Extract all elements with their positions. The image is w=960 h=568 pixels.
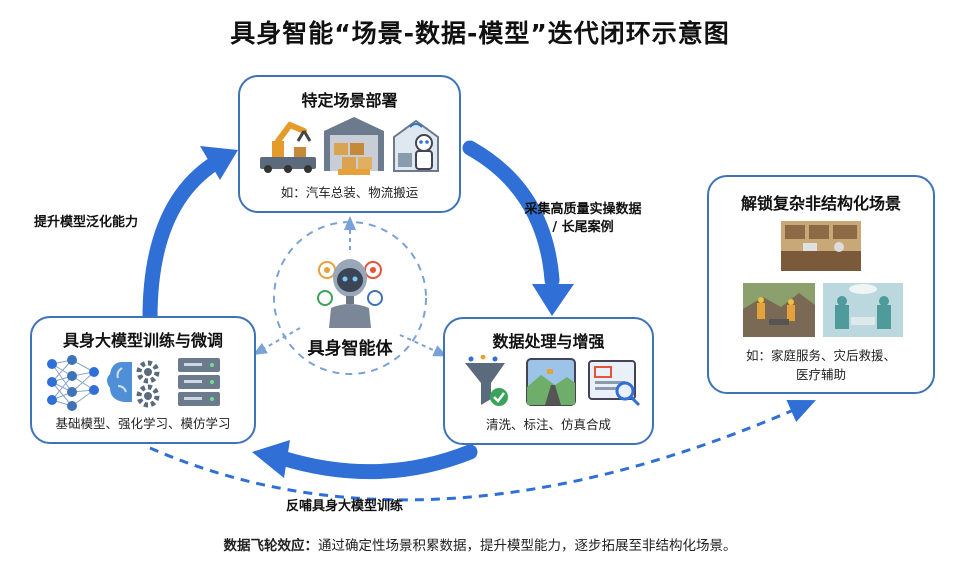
- box-data-process-title: 数据处理与增强: [492, 332, 605, 351]
- annotation-screen-icon: [588, 360, 641, 407]
- box-unlock-scenes-title: 解锁复杂非结构化场景: [740, 194, 901, 213]
- server-rack-icon: [178, 358, 220, 406]
- box-model-train-caption: 基础模型、强化学习、模仿学习: [55, 416, 231, 431]
- arrow-model-to-deploy: [142, 155, 223, 326]
- warehouse-boxes-icon: [324, 117, 384, 175]
- box-unlock-scenes: 解锁复杂非结构化场景 如：家庭服务、灾后救援、 医疗辅助: [707, 175, 935, 394]
- box-scenario-deploy: 特定场景部署 如：汽车总装、物流搬运: [238, 75, 461, 213]
- arrow-data-to-model: [274, 444, 478, 480]
- robot-head-icon: [317, 259, 383, 328]
- center-right-line: [399, 334, 448, 357]
- arrow-label-collect-line2: / 长尾案例: [552, 220, 614, 235]
- diagram-title: 具身智能“场景-数据-模型”迭代闭环示意图: [230, 19, 730, 48]
- robot-arm-conveyor-icon: [260, 121, 316, 173]
- box-model-train: 具身大模型训练与微调: [30, 316, 256, 444]
- arrow-label-generalize: 提升模型泛化能力: [34, 215, 139, 230]
- arrow-data-to-model-head: [252, 440, 290, 478]
- arrow-label-feedback: 反哺具身大模型训练: [286, 499, 404, 514]
- box-unlock-scenes-caption-line1: 如：家庭服务、灾后救援、: [745, 348, 896, 363]
- surgery-photo-icon: [823, 283, 903, 337]
- rescue-photo-icon: [743, 283, 815, 337]
- box-scenario-deploy-caption: 如：汽车总装、物流搬运: [280, 185, 419, 200]
- funnel-check-icon: [465, 355, 508, 406]
- center-left-line: [252, 327, 301, 355]
- footer-label: 数据飞轮效应：: [223, 538, 319, 554]
- box-data-process-caption: 清洗、标注、仿真合成: [485, 417, 611, 432]
- neural-network-icon: [47, 355, 99, 411]
- box-scenario-deploy-title: 特定场景部署: [301, 91, 398, 110]
- home-robot-icon: [393, 119, 439, 172]
- center-agent-label: 具身智能体: [307, 339, 393, 359]
- dashed-flywheel-curve: [149, 400, 816, 502]
- arrow-deploy-to-data-head: [532, 284, 574, 316]
- footer-note: 数据飞轮效应：通过确定性场景积累数据，提升模型能力，逐步拓展至非结构化场景。: [0, 534, 960, 554]
- footer-text: 通过确定性场景积累数据，提升模型能力，逐步拓展至非结构化场景。: [318, 538, 737, 554]
- arrow-model-to-deploy-head: [200, 146, 238, 180]
- box-unlock-scenes-caption-line2: 医疗辅助: [795, 367, 846, 382]
- box-data-process: 数据处理与增强 清洗、标注、仿真合成: [443, 317, 654, 445]
- arrow-deploy-to-data: [462, 140, 560, 288]
- road-scene-icon: [526, 358, 576, 406]
- arrow-label-collect-line1: 采集高质量实操数据: [524, 202, 642, 217]
- kitchen-photo-icon: [781, 221, 861, 271]
- brain-gear-icon: [107, 360, 160, 408]
- box-model-train-title: 具身大模型训练与微调: [62, 331, 223, 350]
